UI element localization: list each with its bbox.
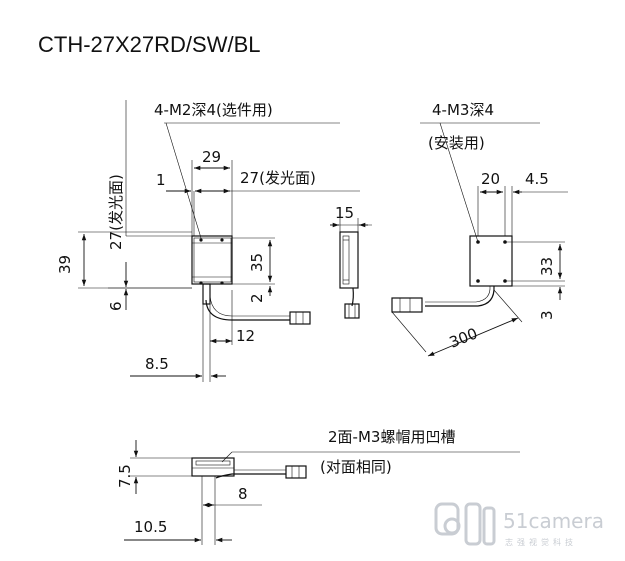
dim-1: 1 — [156, 171, 166, 189]
front-emit-face — [193, 237, 232, 283]
dim-29: 29 — [202, 148, 221, 166]
back-connector — [391, 297, 423, 313]
watermark-logo-icon — [434, 502, 496, 546]
front-housing — [191, 235, 233, 285]
dim-8: 8 — [238, 485, 248, 503]
dim-35: 35 — [248, 253, 266, 272]
dim-emit-face-vertical: 27(发光面) — [107, 174, 125, 250]
side-housing — [339, 231, 359, 289]
side-view: 15 — [330, 204, 372, 319]
dim-8-5: 8.5 — [145, 355, 169, 373]
dim-12: 12 — [236, 327, 255, 345]
bottom-view: 2面-M3螺帽用凹槽 (对面相同) 7.5 8 10.5 — [116, 428, 520, 545]
back-screw-note-line2: (安装用) — [428, 134, 485, 152]
dim-39: 39 — [56, 255, 74, 274]
front-connector — [289, 311, 311, 325]
front-screw-hole — [199, 238, 203, 242]
dim-300: 300 — [447, 324, 480, 351]
bottom-connector — [285, 465, 307, 479]
bottom-cable — [215, 473, 286, 479]
dim-33: 33 — [538, 257, 556, 276]
dim-15: 15 — [335, 204, 354, 222]
front-screw-hole — [220, 238, 224, 242]
dim-3: 3 — [538, 310, 556, 320]
dim-4-5: 4.5 — [525, 170, 549, 188]
side-connector — [344, 303, 360, 319]
dim-7-5: 7.5 — [116, 464, 134, 488]
watermark-brand: 51camera — [503, 509, 604, 533]
groove-note-line2: (对面相同) — [320, 458, 392, 476]
watermark: 51camera 志强视觉科技 — [434, 502, 604, 547]
front-view: 27(发光面) 39 6 35 2 12 29 1 — [56, 100, 360, 382]
bottom-housing — [191, 457, 235, 477]
groove-note-line1: 2面-M3螺帽用凹槽 — [328, 428, 455, 446]
dim-emit-face-horizontal: 27(发光面) — [240, 169, 316, 187]
back-screw-note-line1: 4-M3深4 — [432, 101, 494, 119]
front-screw-hole — [220, 281, 224, 285]
back-cable — [425, 285, 495, 307]
back-view: 4-M3深4 (安装用) 20 4.5 33 3 300 — [391, 101, 568, 357]
dim-6: 6 — [107, 301, 125, 311]
watermark-tagline: 志强视觉科技 — [505, 537, 577, 547]
dim-20: 20 — [481, 170, 500, 188]
back-housing — [469, 235, 513, 287]
back-screw-hole — [476, 279, 480, 283]
front-screw-note: 4-M2深4(选件用) — [154, 101, 273, 119]
dim-10-5: 10.5 — [134, 518, 167, 536]
dim-2: 2 — [248, 293, 266, 303]
side-cable — [351, 287, 354, 307]
drawing-title: CTH-27X27RD/SW/BL — [38, 32, 261, 57]
front-screw-hole — [199, 281, 203, 285]
